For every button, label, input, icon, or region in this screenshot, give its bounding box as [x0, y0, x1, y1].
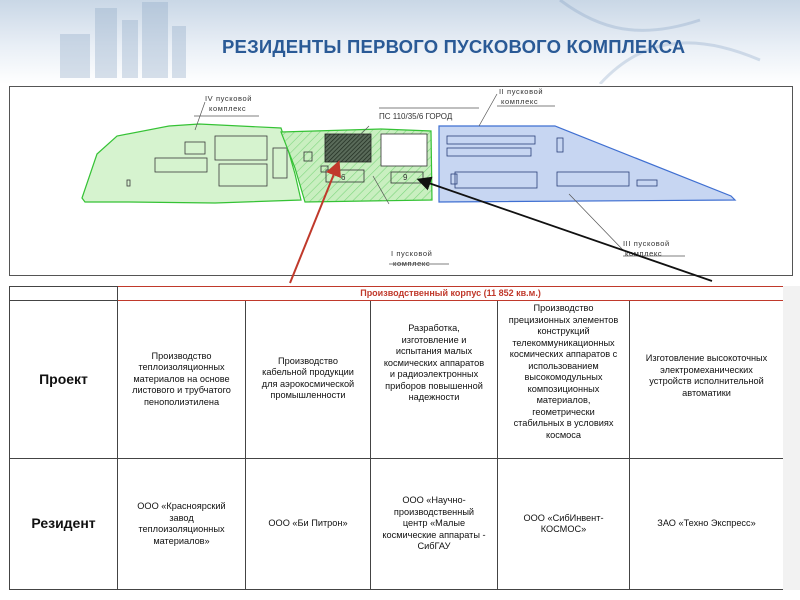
project-row: Проект Производство теплоизоляционных ма…: [9, 300, 785, 459]
project-cell-5: Изготовление высокоточных электромеханич…: [628, 300, 785, 459]
production-building-header: Производственный корпус (11 852 кв.м.): [116, 286, 785, 301]
header-decoration: [60, 0, 761, 84]
resident-cell-5: ЗАО «Техно Экспресс»: [628, 458, 785, 590]
project-cell-2: Производство кабельной продукции для аэр…: [245, 300, 371, 459]
substation-block: [324, 133, 372, 163]
project-cell-1: Производство теплоизоляционных материало…: [117, 300, 246, 459]
plot-9-label: 9: [403, 173, 408, 182]
resident-row: Резидент ООО «Красноярский завод теплоиз…: [9, 458, 785, 590]
residents-table: Производственный корпус (11 852 кв.м.) П…: [9, 286, 785, 590]
project-cell-3: Разработка, изготовление и испытания мал…: [370, 300, 498, 459]
table-corner-cell: [9, 286, 118, 301]
complex-2-zone: [438, 125, 737, 203]
resident-cell-4: ООО «СибИнвент- КОСМОС»: [497, 458, 630, 590]
right-margin-strip: [783, 286, 800, 590]
resident-cell-2: ООО «Би Питрон»: [245, 458, 371, 590]
header-band: [0, 0, 800, 84]
site-plan-diagram: 6 9 IV пусковой комплекс ПС 110/35/6 ГОР…: [81, 87, 737, 268]
resident-cell-1: ООО «Красноярский завод теплоизоляционны…: [117, 458, 246, 590]
complex-2-label-line2: комплекс: [501, 97, 538, 106]
complex-1-label-line1: I пусковой: [391, 249, 432, 258]
row-label-project: Проект: [9, 300, 118, 459]
complex-4-zone: [81, 123, 302, 204]
complex-3-label-line2: комплекс: [625, 249, 662, 258]
complex-3-label-line1: III пусковой: [623, 239, 670, 248]
resident-cell-3: ООО «Научно- производственный центр «Мал…: [370, 458, 498, 590]
table-header-row: Производственный корпус (11 852 кв.м.): [9, 286, 785, 301]
row-label-resident: Резидент: [9, 458, 118, 590]
complex-1-label-line2: комплекс: [393, 259, 430, 268]
complex-2-label-line1: II пусковой: [499, 87, 543, 96]
complex-4-label-line1: IV пусковой: [205, 94, 252, 103]
slide-title: РЕЗИДЕНТЫ ПЕРВОГО ПУСКОВОГО КОМПЛЕКСА: [222, 36, 686, 57]
plot-6-label: 6: [341, 173, 346, 182]
substation-label: ПС 110/35/6 ГОРОД: [379, 112, 453, 121]
project-cell-4: Производство прецизионных элементов конс…: [497, 300, 630, 459]
complex-4-label-line2: комплекс: [209, 104, 246, 113]
